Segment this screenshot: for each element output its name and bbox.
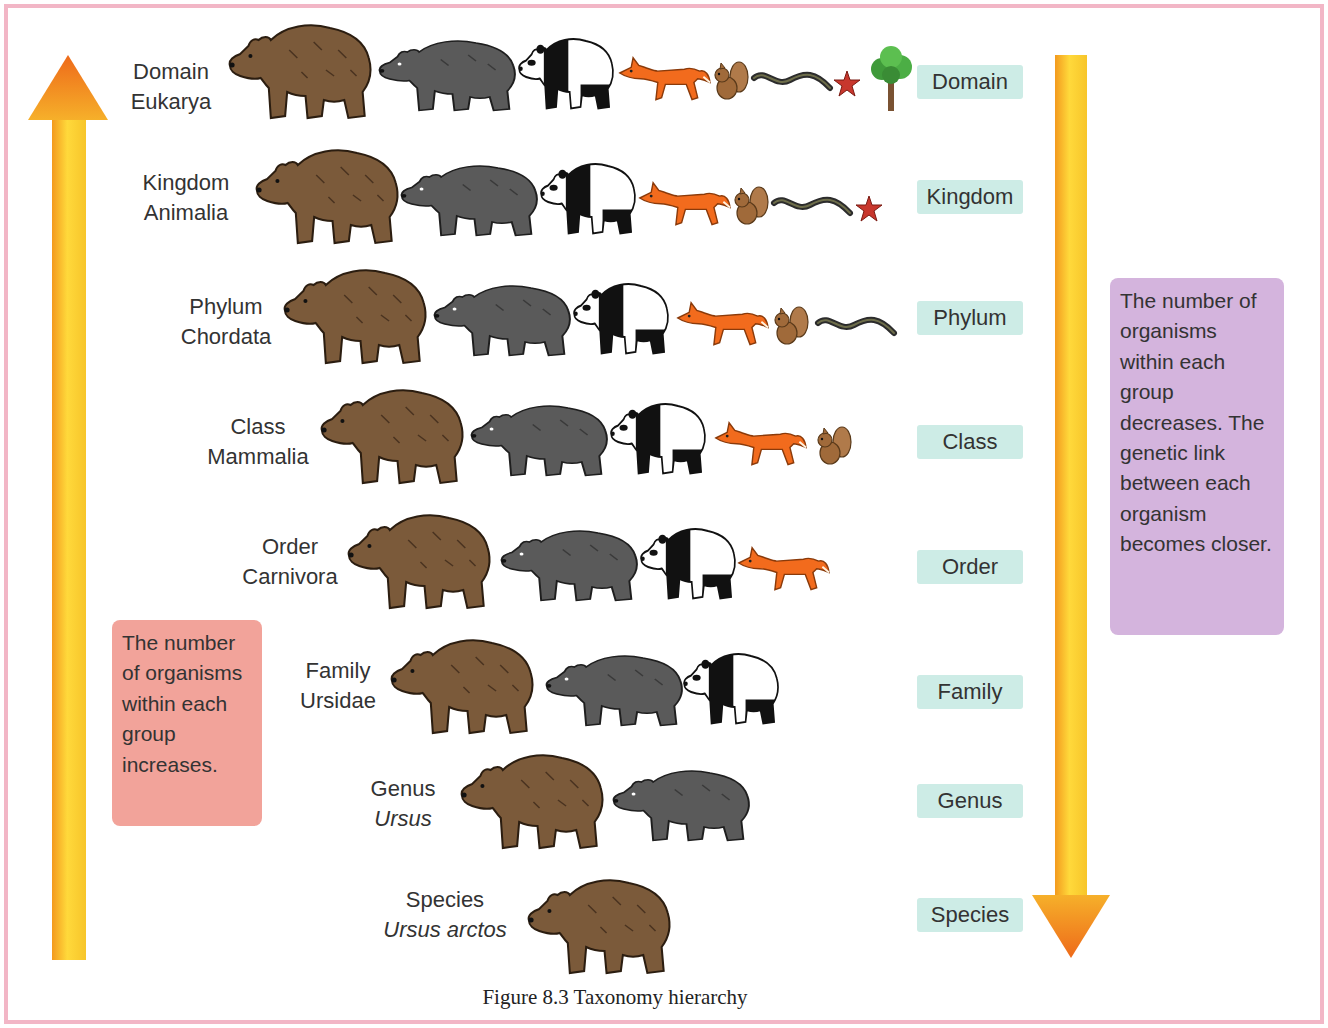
brown-bear [322,390,463,483]
rank-text: Class [942,429,997,455]
brown-bear [349,515,490,608]
arrow-head [1032,895,1110,958]
snake [754,75,830,88]
rank-box: Species [917,898,1023,932]
panda [641,525,737,605]
brown-bear [462,755,603,848]
brown-bear [529,880,670,973]
page-frame [6,6,1322,1022]
taxon-label: Phylum [181,292,272,322]
black-bear [471,406,606,476]
taxon-label: Chordata [181,322,272,352]
taxon-label: Ursus arctos [383,915,506,945]
fox [620,58,710,100]
arrow-head [28,55,108,120]
rank-text: Domain [932,69,1008,95]
rank-text: Order [942,554,998,580]
brown-bear [392,640,533,733]
brown-bear [230,25,371,118]
taxon-label: Kingdom [143,168,230,198]
brown-bear [257,150,398,243]
panda [611,400,707,480]
arrow-bar [1055,55,1087,900]
rank-text: Species [931,902,1009,928]
taxon-label: Species [383,885,506,915]
taxon-label: Carnivora [242,562,337,592]
panda [519,35,615,115]
rank-text: Phylum [933,305,1006,331]
taxon-label-group: PhylumChordata [181,292,272,352]
note-box: The number of organisms within each grou… [112,620,262,826]
rank-text: Kingdom [927,184,1014,210]
squirrel [735,187,768,224]
taxon-label-group: ClassMammalia [207,412,308,472]
panda [541,160,637,240]
fox [640,183,730,225]
snake [774,200,850,213]
snake [818,320,894,333]
black-bear [546,656,681,726]
squirrel [775,307,808,344]
taxon-label: Ursus [371,804,436,834]
rank-text: Family [938,679,1003,705]
taxon-label: Eukarya [131,87,212,117]
arrow-bar [52,118,86,960]
rank-box: Kingdom [917,180,1023,214]
note-text: The number of organisms within each grou… [1120,286,1274,560]
taxon-label-group: SpeciesUrsus arctos [383,885,506,945]
rank-box: Class [917,425,1023,459]
tree [871,46,912,111]
panda [684,650,780,730]
taxon-label-group: FamilyUrsidae [300,656,376,716]
note-text: The number of organisms within each grou… [122,628,252,780]
taxon-label: Class [207,412,308,442]
taxon-label: Family [300,656,376,686]
taxon-label-group: KingdomAnimalia [143,168,230,228]
taxon-label-group: DomainEukarya [131,57,212,117]
starfish [856,196,882,221]
black-bear [613,771,748,841]
figure-caption: Figure 8.3 Taxonomy hierarchy [0,985,1230,1010]
panda [574,280,670,360]
black-bear [379,41,514,111]
note-box: The number of organisms within each grou… [1110,278,1284,635]
starfish [834,71,860,96]
rank-box: Genus [917,784,1023,818]
taxon-label: Genus [371,774,436,804]
taxon-label: Order [242,532,337,562]
taxon-label: Domain [131,57,212,87]
rank-box: Family [917,675,1023,709]
taxon-label: Animalia [143,198,230,228]
brown-bear [285,270,426,363]
fox [716,423,806,465]
black-bear [401,166,536,236]
squirrel [818,427,851,464]
fox [739,548,829,590]
taxon-label-group: GenusUrsus [371,774,436,834]
taxon-label: Mammalia [207,442,308,472]
rank-text: Genus [938,788,1003,814]
squirrel [715,62,748,99]
rank-box: Order [917,550,1023,584]
black-bear [434,286,569,356]
fox [678,303,768,345]
taxon-label-group: OrderCarnivora [242,532,337,592]
taxon-label: Ursidae [300,686,376,716]
rank-box: Phylum [917,301,1023,335]
black-bear [501,531,636,601]
rank-box: Domain [917,65,1023,99]
